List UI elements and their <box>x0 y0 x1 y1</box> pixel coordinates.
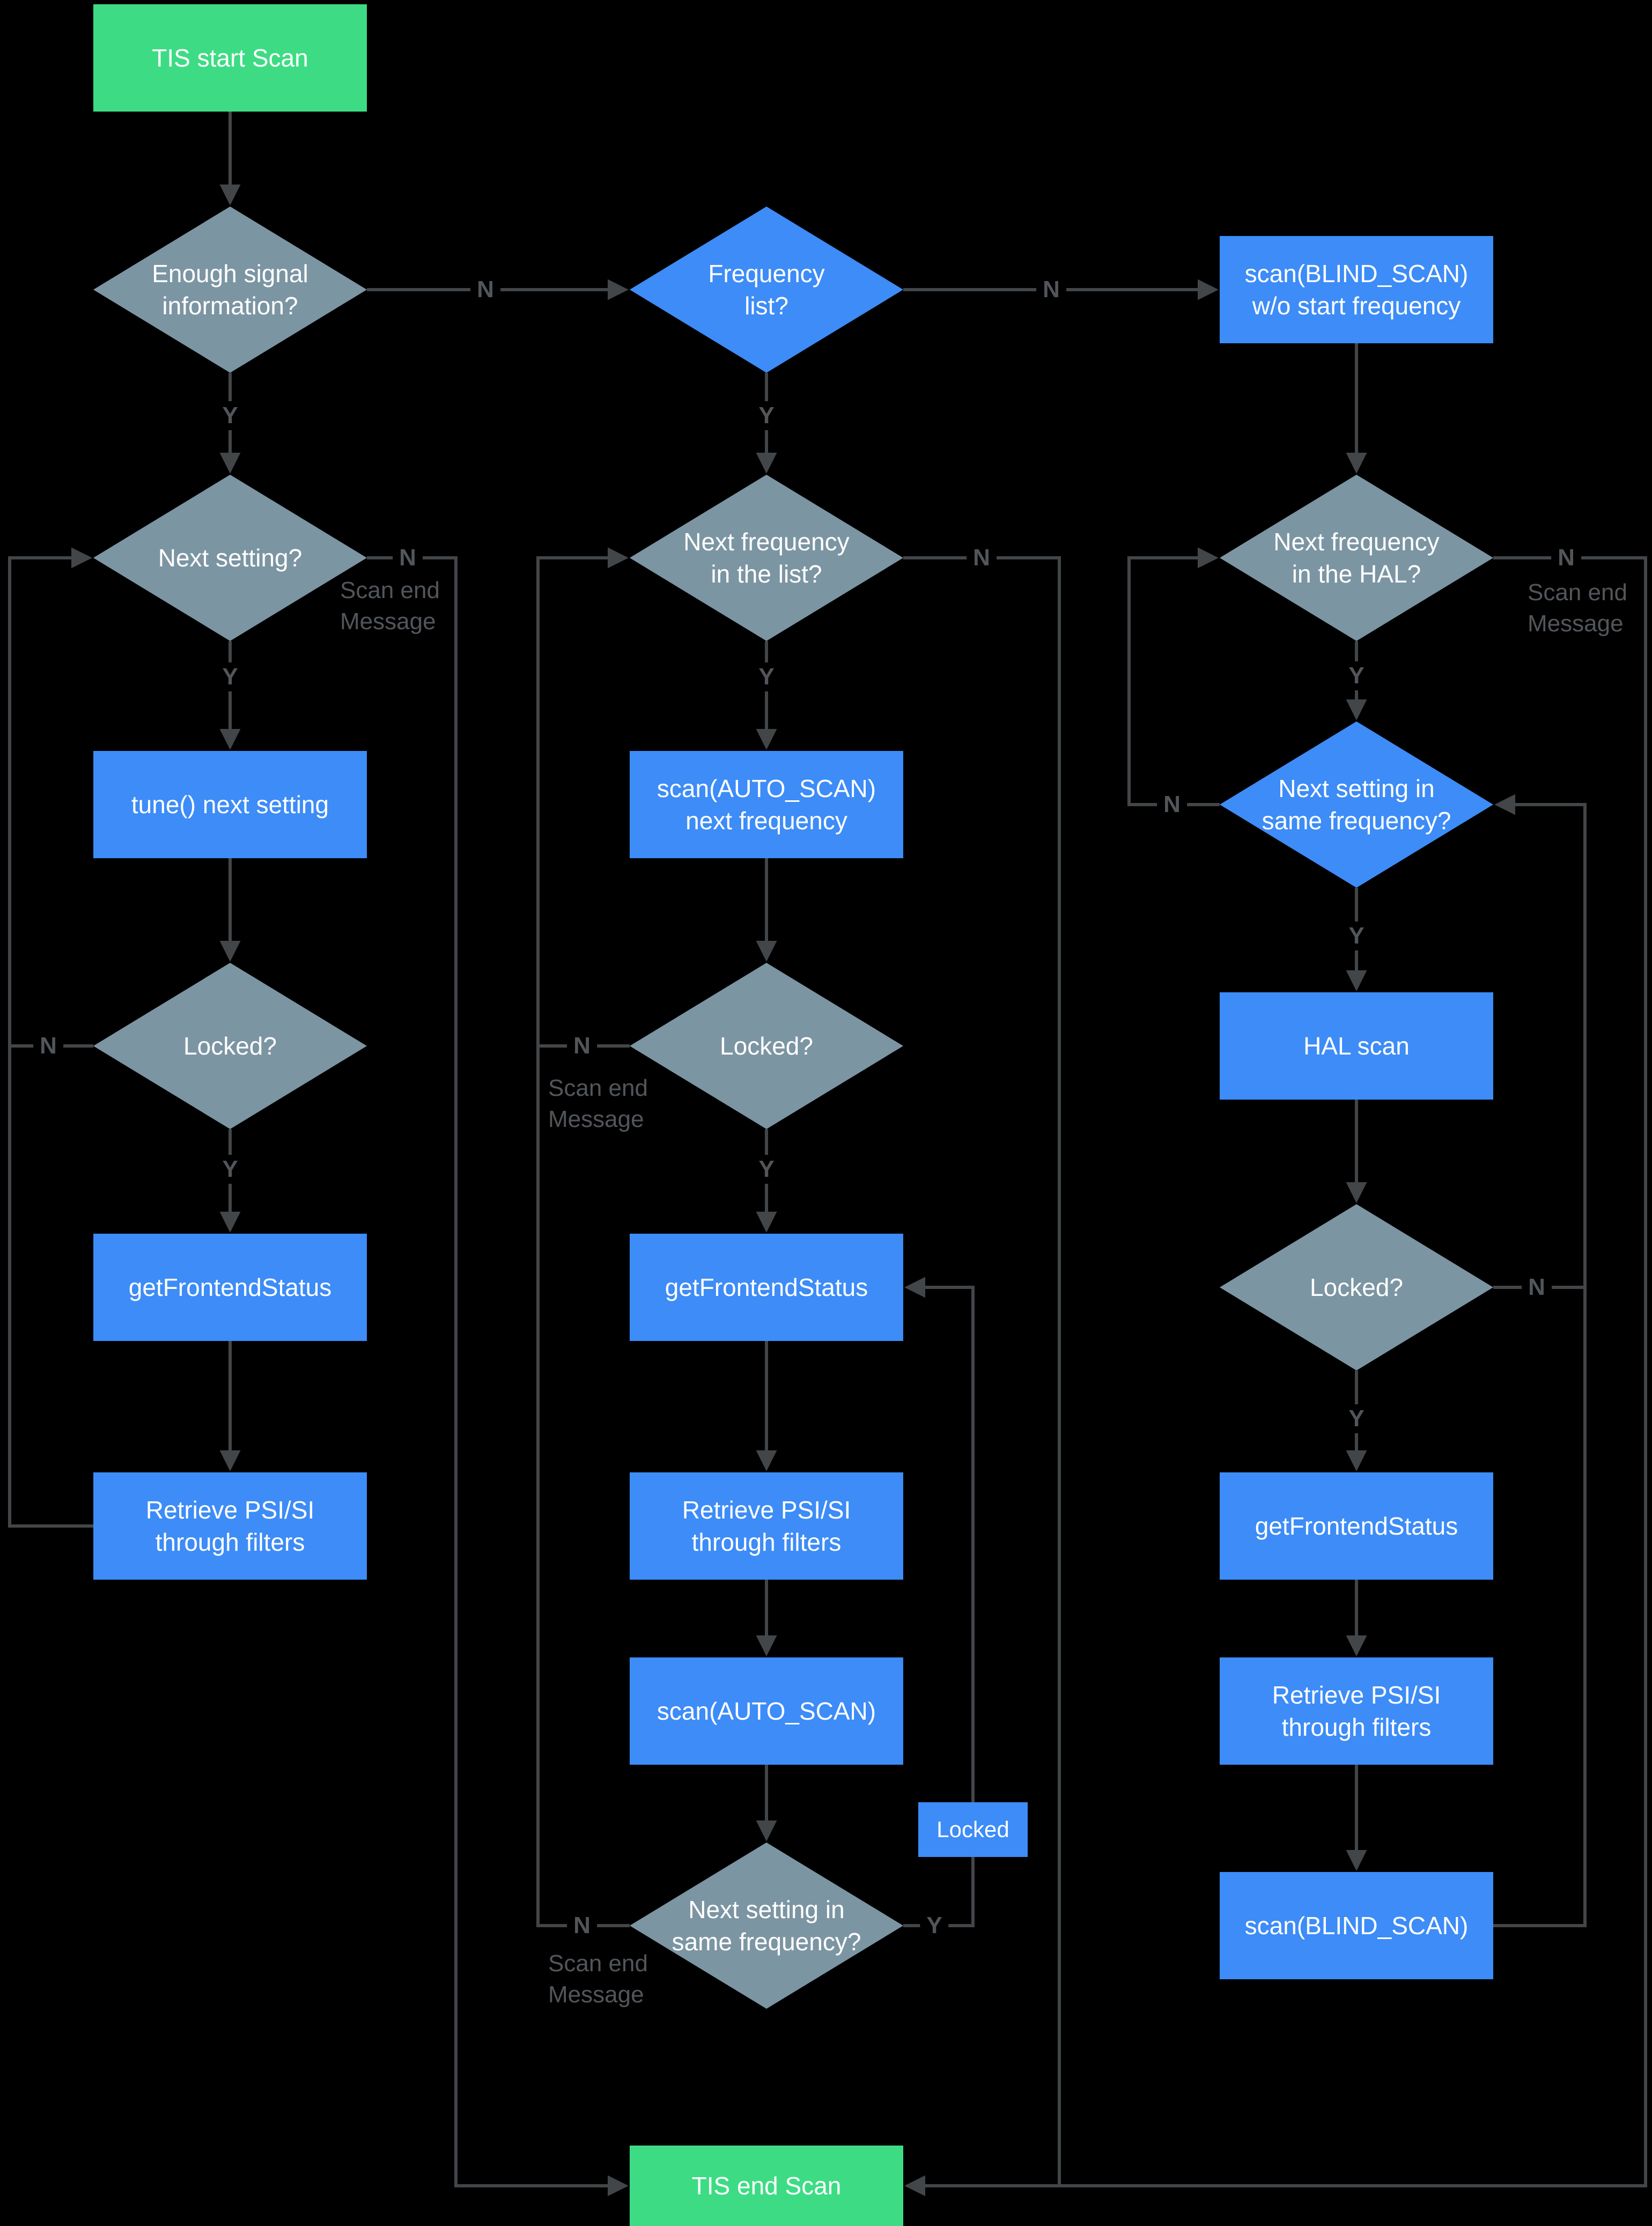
process-scan-blind: scan(BLIND_SCAN) <box>1220 1872 1493 1979</box>
note-scan-end-middle-locked: Scan end Message <box>548 1075 648 1132</box>
process-blind-scan-start: scan(BLIND_SCAN) w/o start frequency <box>1220 236 1493 343</box>
label-yes-enough: Y <box>216 401 245 430</box>
label-no-locked-left: N <box>33 1031 63 1060</box>
label-yes-nextfreqlist: Y <box>752 662 781 691</box>
end-node: TIS end Scan <box>630 2146 903 2226</box>
label-no-samefreq-right: N <box>1157 790 1187 819</box>
label-no-enough: N <box>470 275 500 304</box>
process-get-frontend-status-left: getFrontendStatus <box>93 1234 367 1341</box>
label-no-freqlist: N <box>1036 275 1066 304</box>
edge-locked-getfs-loop <box>904 1277 975 1802</box>
label-yes-locked-right: Y <box>1342 1404 1371 1433</box>
process-tune-next-setting: tune() next setting <box>93 751 367 858</box>
note-scan-end-left: Scan end Message <box>340 577 440 635</box>
edge-samefreq-no-loop-m <box>536 547 630 1927</box>
process-get-frontend-status-middle: getFrontendStatus <box>630 1234 903 1341</box>
label-no-samefreq-middle: N <box>567 1911 597 1940</box>
label-no-nextfreqhal: N <box>1551 543 1581 572</box>
label-yes-freqlist: Y <box>752 401 781 430</box>
label-yes-nextsetting: Y <box>216 662 245 691</box>
label-yes-locked-middle: Y <box>752 1155 781 1184</box>
edge-nextsetting-no-end <box>367 556 629 2196</box>
note-scan-end-right: Scan end Message <box>1528 579 1627 637</box>
process-retrieve-psi-si-left: Retrieve PSI/SI through filters <box>93 1472 367 1580</box>
label-box-locked: Locked <box>918 1802 1028 1857</box>
edge-nextfreqlist-no-end <box>903 556 1061 2186</box>
edge-scanblind-loop <box>1493 794 1587 1927</box>
start-node: TIS start Scan <box>93 4 367 112</box>
label-yes-nextfreqhal: Y <box>1342 661 1371 690</box>
process-scan-auto-next-frequency: scan(AUTO_SCAN) next frequency <box>630 751 903 858</box>
label-no-locked-right: N <box>1522 1273 1552 1302</box>
process-retrieve-psi-si-middle: Retrieve PSI/SI through filters <box>630 1472 903 1580</box>
process-get-frontend-status-right: getFrontendStatus <box>1220 1472 1493 1580</box>
label-no-locked-middle: N <box>567 1031 597 1060</box>
process-retrieve-psi-si-right: Retrieve PSI/SI through filters <box>1220 1657 1493 1765</box>
label-no-nextsetting: N <box>393 543 423 572</box>
label-yes-samefreq-right: Y <box>1342 922 1371 950</box>
note-scan-end-middle-bottom: Scan end Message <box>548 1950 648 2008</box>
label-yes-locked-left: Y <box>216 1155 245 1184</box>
edge-retrieve-loop-l <box>8 547 93 1528</box>
process-hal-scan: HAL scan <box>1220 992 1493 1100</box>
edge-samefreq-no-loop-r <box>1127 547 1220 806</box>
process-scan-auto: scan(AUTO_SCAN) <box>630 1657 903 1765</box>
label-no-nextfreqlist: N <box>967 543 997 572</box>
label-yes-samefreq-middle: Y <box>920 1911 949 1940</box>
